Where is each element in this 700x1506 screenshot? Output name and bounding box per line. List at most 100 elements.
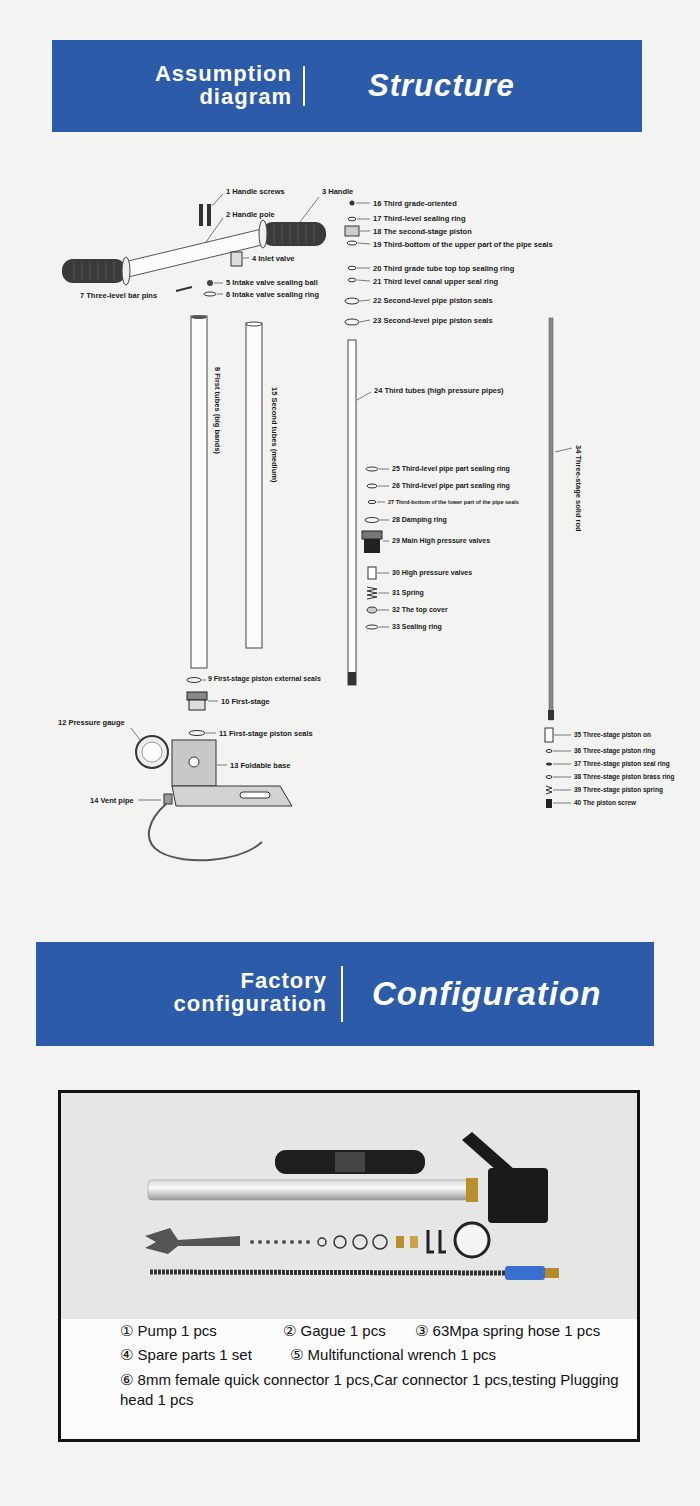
seal-ring: [187, 678, 201, 683]
part-label: 28 Damping ring: [392, 516, 447, 524]
part-label: 3 Handle: [322, 187, 353, 196]
solid-rod: [549, 318, 553, 720]
first-tube: [191, 316, 207, 668]
part-label: 24 Third tubes (high pressure pipes): [374, 386, 504, 395]
config-item: ⑥ 8mm female quick connector 1 pcs,Car c…: [120, 1370, 625, 1411]
grip-ridges: [74, 224, 314, 281]
photo-brass-part: [410, 1236, 418, 1248]
part-label: 18 The second-stage piston: [373, 227, 472, 236]
rod-end: [548, 710, 554, 720]
tube-end: [348, 672, 356, 685]
base-bracket: [172, 740, 216, 786]
banner-divider: [341, 966, 343, 1022]
vent-pipe: [149, 804, 262, 860]
handle-screw: [199, 204, 203, 226]
photo-hose-connector: [505, 1266, 545, 1280]
part-label: 16 Third grade-oriented: [373, 199, 457, 208]
part-label: 32 The top cover: [392, 606, 448, 614]
seal-ring: [189, 731, 205, 736]
inlet-valve: [231, 252, 242, 266]
photo-base: [488, 1168, 548, 1223]
piston: [345, 226, 359, 236]
sealing-ring: [204, 292, 216, 296]
piston: [545, 728, 553, 742]
part-label: 21 Third level canal upper seal ring: [373, 277, 498, 286]
part-label: 4 Inlet valve: [252, 254, 295, 263]
guide-part: [350, 201, 355, 206]
part-label: 25 Third-level pipe part sealing ring: [392, 465, 510, 473]
photo-brass-nut: [466, 1178, 478, 1202]
piston-ring: [546, 763, 552, 766]
seal-ring: [368, 500, 376, 503]
photo-hose: [150, 1272, 505, 1273]
seal-ring: [345, 319, 359, 325]
part-label: 33 Sealing ring: [392, 623, 442, 631]
title-banner: Assumption diagram Structure: [52, 40, 642, 132]
photo-ring: [318, 1238, 326, 1246]
tube-top: [191, 315, 207, 319]
sealing-ball: [207, 280, 213, 286]
first-stage-cap: [187, 692, 207, 700]
damping-ring: [365, 518, 379, 523]
part-label: 22 Second-level pipe piston seals: [373, 296, 493, 305]
seal-ring: [345, 298, 359, 304]
banner-subtitle: Factory configuration: [97, 969, 327, 1015]
bar-pin: [176, 287, 192, 291]
seal-ring: [347, 241, 357, 245]
spring: [546, 786, 552, 794]
part-label: 6 Intake valve sealing ring: [226, 290, 319, 299]
part-label: 19 Third-bottom of the upper part of the…: [373, 240, 553, 249]
seal-ring: [366, 467, 378, 471]
photo-brass-part: [396, 1236, 404, 1248]
photo-handle: [275, 1150, 425, 1174]
part-label: 27 Third-bottom of the lower part of the…: [388, 499, 519, 506]
photo-gauge: [455, 1223, 489, 1257]
part-label: 26 Third-level pipe part sealing ring: [392, 482, 510, 490]
config-item: ⑤ Multifunctional wrench 1 pcs: [290, 1346, 496, 1364]
valve-body: [364, 539, 380, 553]
handle-pole: [124, 228, 266, 278]
handle-grip: [62, 259, 126, 283]
piston-screw: [546, 799, 552, 808]
grip-cap: [122, 257, 130, 285]
photo-ring: [353, 1235, 367, 1249]
photo-ring: [334, 1236, 346, 1248]
config-item: ① Pump 1 pcs: [120, 1322, 217, 1340]
gauge-face: [142, 742, 162, 762]
first-stage-body: [189, 700, 205, 710]
photo-wrench: [145, 1228, 240, 1254]
photo-handle-joint: [335, 1152, 365, 1172]
part-label: 9 First-stage piston external seals: [208, 675, 321, 683]
leader-line: [131, 194, 572, 803]
part-label: 10 First-stage: [221, 697, 270, 706]
spring: [367, 587, 377, 599]
section-banner: Factory configurationConfiguration: [36, 942, 654, 1046]
piston-ring: [546, 776, 552, 779]
seal-ring: [366, 625, 378, 629]
part-label: 35 Three-stage piston on: [574, 731, 651, 739]
valve-cap: [362, 531, 382, 539]
top-cover: [367, 607, 377, 613]
photo-hose-end: [545, 1268, 559, 1278]
banner-divider: [303, 66, 305, 106]
part-label: 7 Three-level bar pins: [80, 291, 157, 300]
banner-subtitle: Assumption diagram: [92, 62, 292, 108]
seal-ring: [348, 278, 356, 282]
second-tube: [246, 323, 262, 648]
photo-frame: ① Pump 1 pcs② Gague 1 pcs③ 63Mpa spring …: [58, 1090, 640, 1442]
third-tube: [348, 340, 356, 685]
caption-ground: [61, 1319, 637, 1439]
handle-screw: [207, 204, 211, 226]
banner-title: Structure: [368, 67, 515, 104]
part-label-vertical: 34 Three-stage solid rod: [574, 445, 583, 532]
seal-ring: [348, 217, 356, 221]
tube-top: [246, 322, 262, 326]
base-hole: [189, 757, 199, 767]
part-label: 37 Three-stage piston seal ring: [574, 760, 670, 768]
photo-ring: [373, 1235, 387, 1249]
part-label: 39 Three-stage piston spring: [574, 786, 663, 794]
photo-hex-key: [428, 1230, 446, 1252]
part-label-vertical: 15 Second tubes (medium): [270, 387, 279, 482]
hose-fitting: [164, 794, 172, 804]
